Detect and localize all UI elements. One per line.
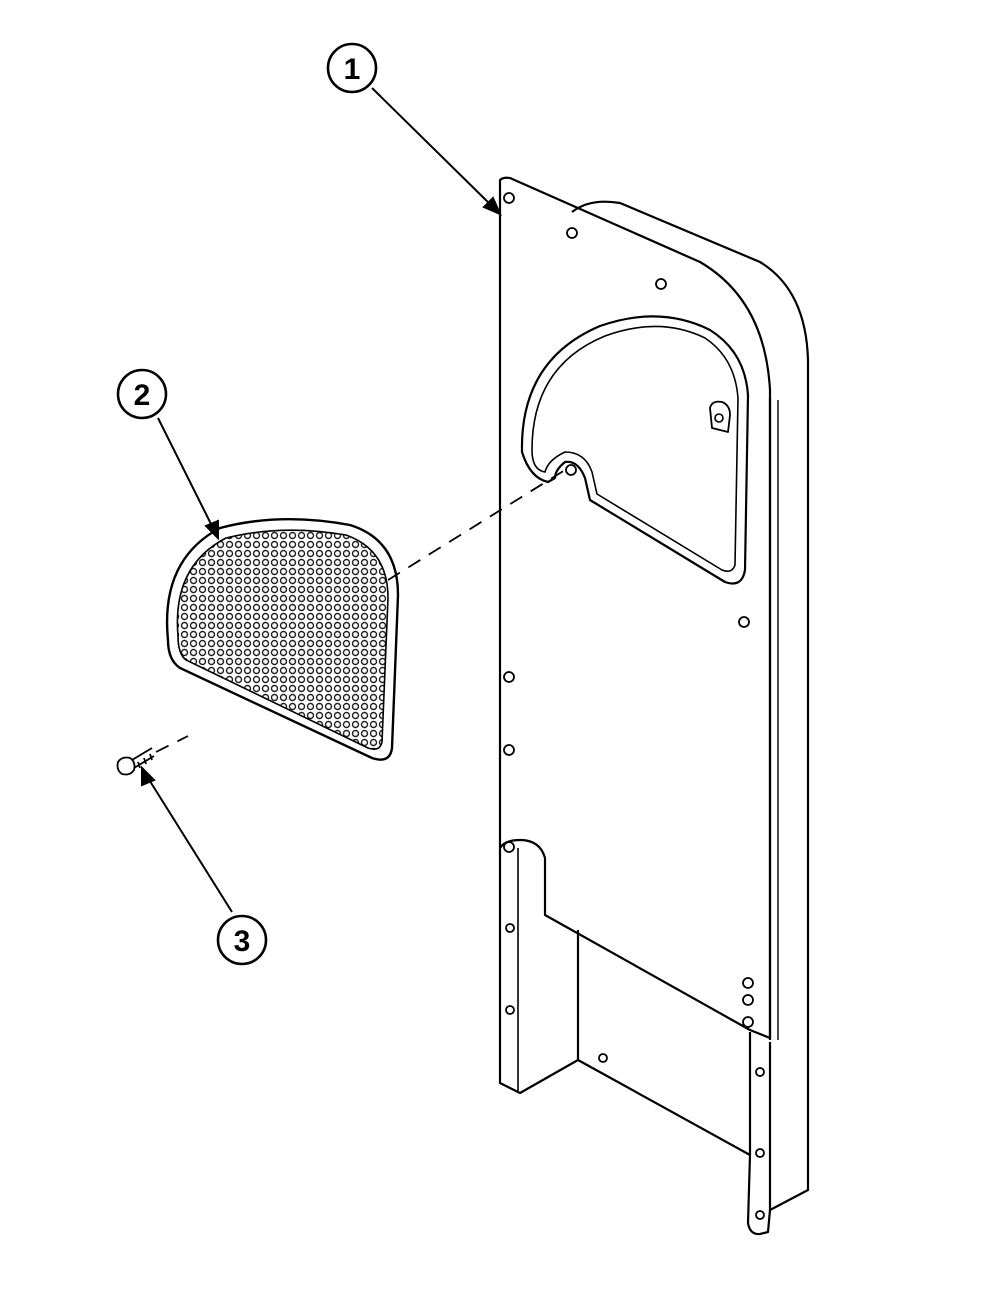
vent-opening-outer	[520, 315, 750, 585]
callout-2-label: 2	[134, 379, 151, 412]
lower-channel-bottom	[577, 1059, 751, 1156]
callout-3-label: 3	[234, 925, 251, 958]
callout-1-label: 1	[344, 53, 361, 86]
vent-tab	[709, 400, 731, 433]
front-plate	[498, 176, 772, 1040]
callout-3: 3	[216, 914, 268, 966]
part-2-vent-grille	[165, 518, 400, 761]
leader-line-3	[147, 777, 233, 913]
grille-mesh	[176, 529, 389, 750]
arrow-3	[141, 765, 156, 787]
lower-tab	[746, 1042, 772, 1236]
duct-side-body	[571, 200, 810, 1211]
screw-head	[116, 756, 136, 776]
leader-lines	[141, 87, 502, 913]
part-1-duct-panel	[498, 176, 810, 1236]
mounting-holes	[503, 192, 765, 1220]
vent-tab-hole	[714, 413, 724, 423]
lower-channel-left	[498, 848, 580, 1095]
callout-1: 1	[326, 42, 378, 94]
vent-opening-inner	[531, 325, 739, 572]
arrow-1	[482, 196, 502, 216]
leader-line-2	[157, 417, 214, 529]
arrow-2	[204, 519, 219, 541]
assembly-lines	[155, 469, 566, 753]
leader-line-1	[371, 87, 495, 209]
assembly-line-grille	[387, 469, 566, 581]
part-3-screw	[116, 747, 155, 776]
assembly-line-screw	[155, 735, 189, 753]
screw-shank	[131, 747, 155, 769]
callout-2: 2	[116, 368, 168, 420]
